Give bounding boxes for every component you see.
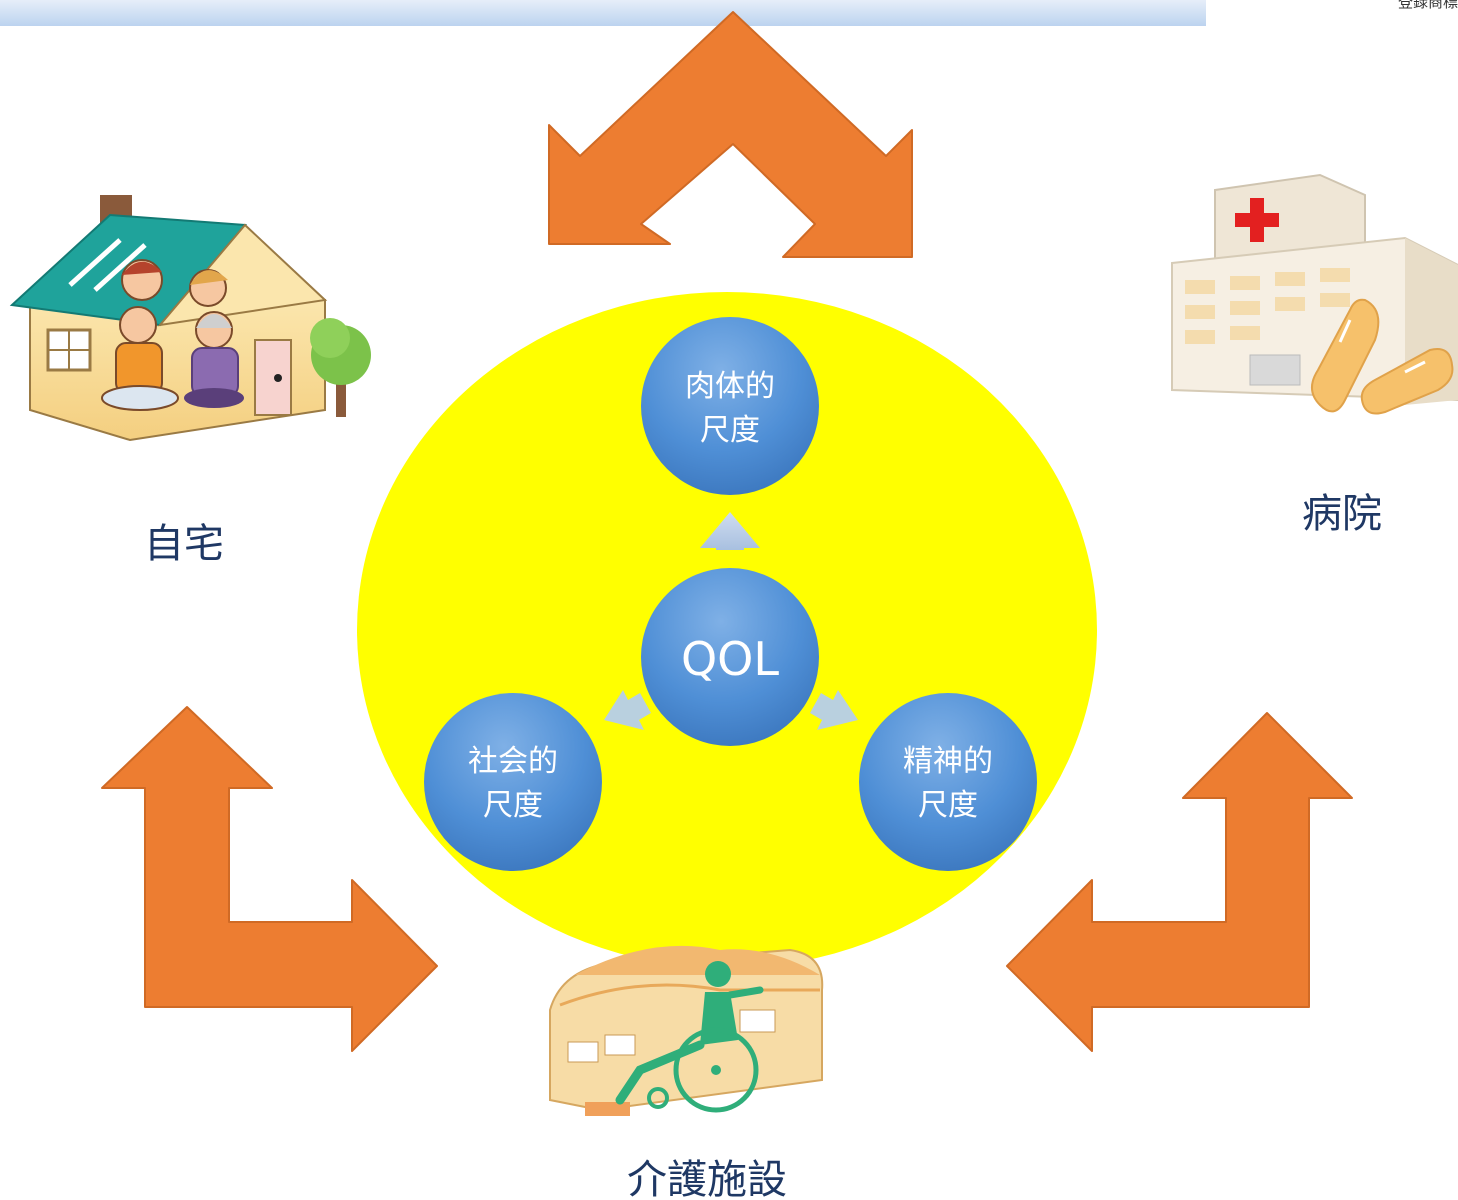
social-label-line1: 社会的 bbox=[468, 744, 558, 779]
corner-text: 登録商標 bbox=[1397, 0, 1458, 11]
home-label: 自宅 bbox=[144, 521, 224, 567]
top-double-arrow bbox=[548, 11, 913, 258]
hospital-illustration-icon bbox=[1171, 173, 1458, 415]
mental-bubble bbox=[859, 693, 1037, 871]
right-bend-arrow bbox=[1006, 712, 1353, 1052]
hospital-label: 病院 bbox=[1302, 491, 1382, 537]
care-facility-label: 介護施設 bbox=[627, 1157, 787, 1200]
social-bubble bbox=[424, 693, 602, 871]
home-illustration-icon bbox=[9, 195, 371, 442]
left-bend-arrow bbox=[101, 706, 438, 1052]
care-facility-illustration-icon bbox=[549, 945, 824, 1116]
qol-label: QOL bbox=[681, 632, 779, 686]
physical-label-line1: 肉体的 bbox=[685, 369, 775, 404]
physical-bubble bbox=[641, 317, 819, 495]
mental-label-line2: 尺度 bbox=[918, 788, 978, 823]
qol-bubble bbox=[641, 568, 819, 746]
right-small-arrow-icon bbox=[810, 690, 858, 730]
up-small-arrow-icon bbox=[700, 512, 760, 550]
social-label-line2: 尺度 bbox=[483, 788, 543, 823]
physical-label-line2: 尺度 bbox=[700, 413, 760, 448]
mental-label-line1: 精神的 bbox=[903, 744, 993, 779]
left-small-arrow-icon bbox=[604, 690, 651, 730]
header-banner bbox=[0, 0, 1206, 26]
